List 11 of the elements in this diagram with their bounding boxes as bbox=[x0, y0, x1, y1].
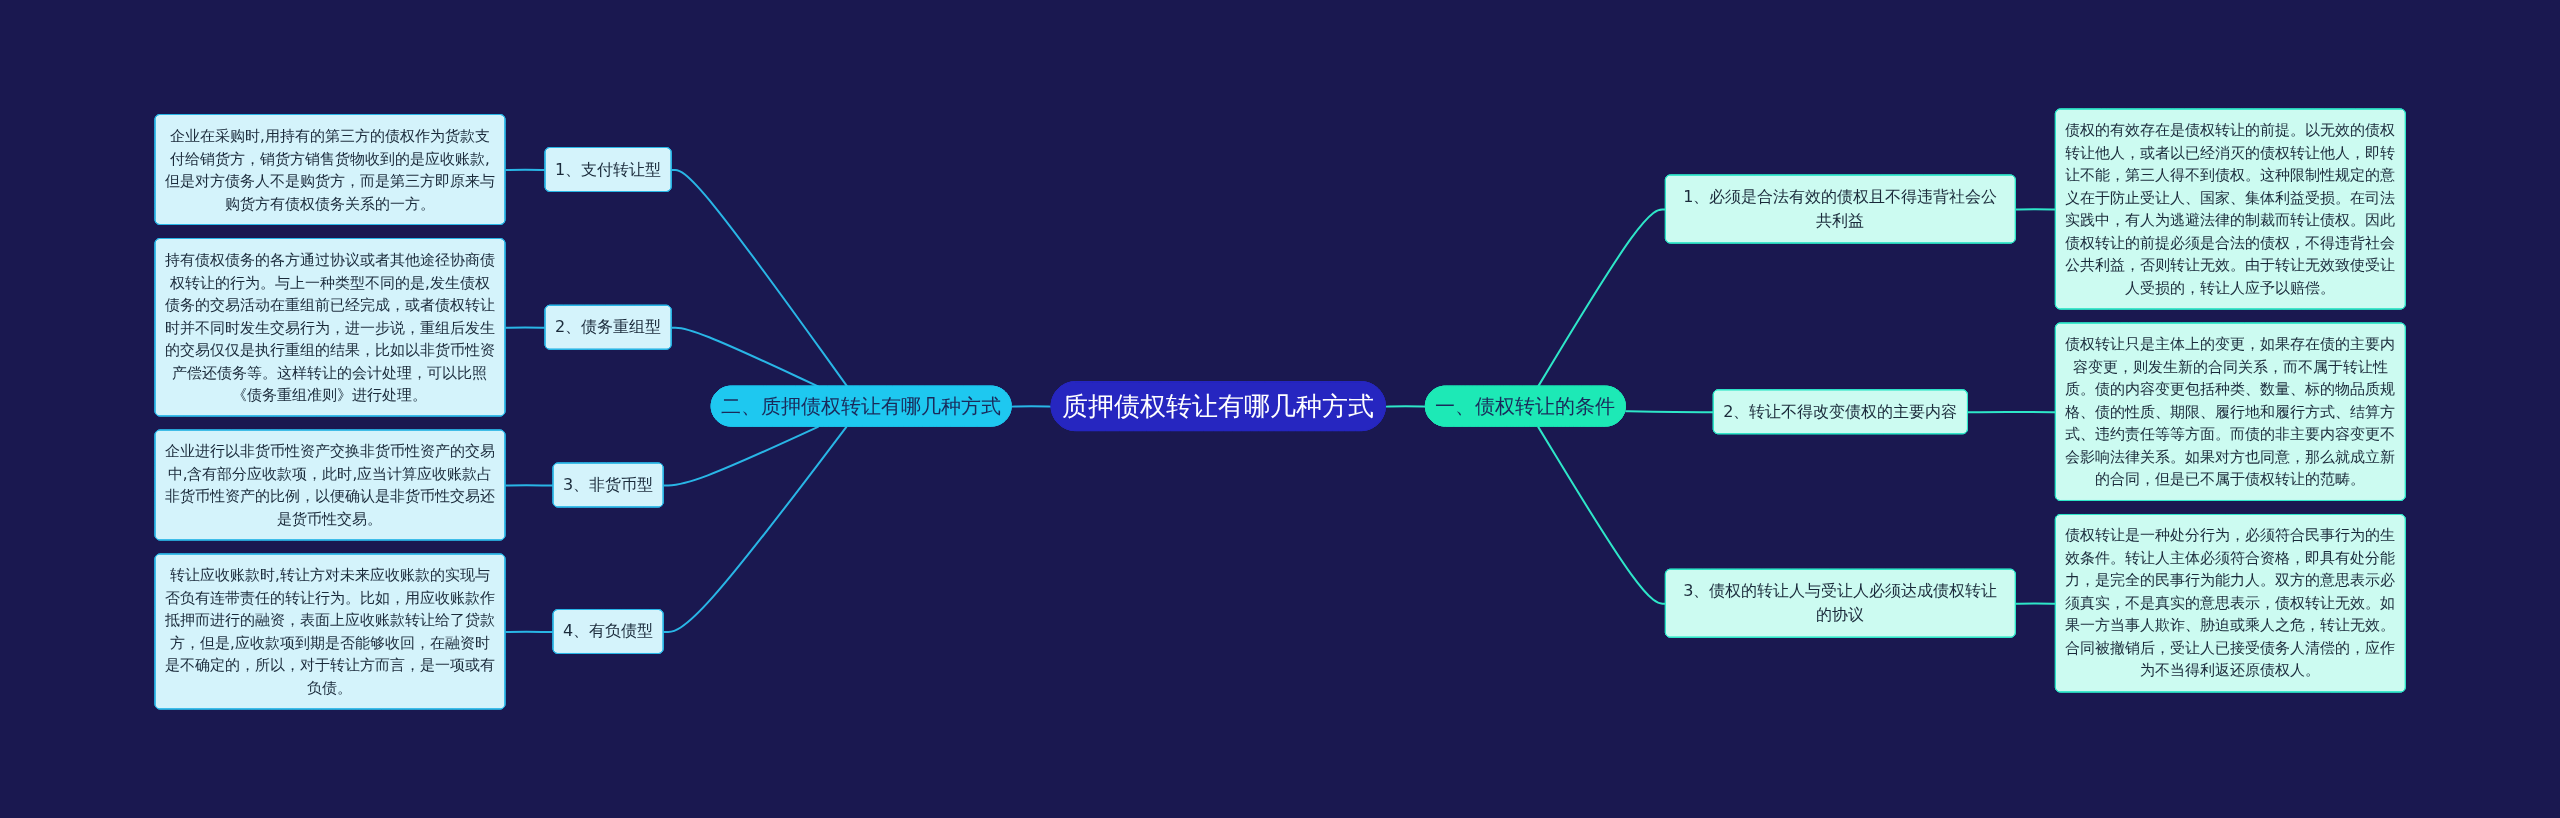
connector bbox=[1966, 410, 2057, 414]
connector bbox=[1624, 410, 1715, 414]
connector bbox=[662, 425, 848, 633]
connector bbox=[2014, 602, 2057, 605]
connector bbox=[1010, 405, 1053, 408]
connector bbox=[1536, 425, 1667, 605]
connector bbox=[1384, 405, 1427, 408]
connector bbox=[662, 425, 820, 487]
connector bbox=[1536, 208, 1667, 388]
connector bbox=[670, 168, 849, 388]
connector bbox=[2014, 208, 2057, 211]
